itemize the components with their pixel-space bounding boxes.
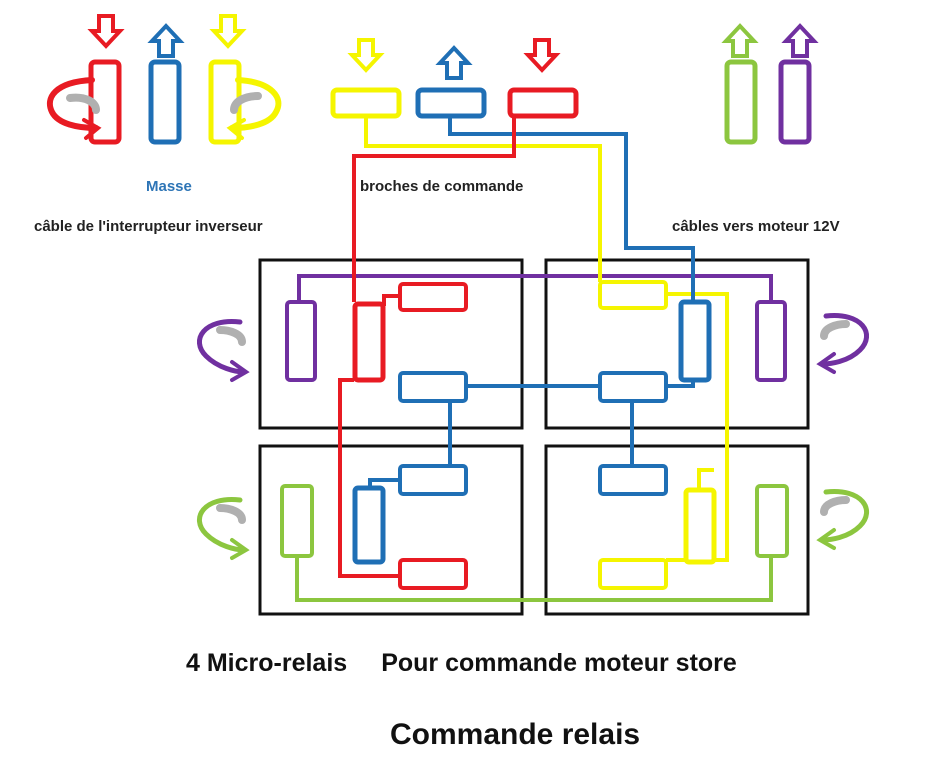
green-motor-wire — [724, 59, 758, 145]
relay-1-frame — [258, 258, 524, 430]
yellow-wire-coil — [697, 468, 714, 490]
top-rotate-arrows — [46, 77, 282, 140]
purple-wire — [297, 274, 773, 302]
yellow-wire-to-pin — [364, 116, 602, 282]
subtitle-relays: 4 Micro-relais — [186, 649, 348, 677]
control-pins-label: broches de commande — [360, 178, 524, 195]
top-connectors — [88, 59, 812, 145]
relay-frames — [258, 258, 810, 616]
blue-coil — [678, 299, 712, 383]
switch-cable-label: câble de l'interrupteur inverseur — [34, 218, 263, 235]
arrow-up-icon — [784, 24, 816, 58]
arrow-up-icon — [724, 24, 756, 58]
arrow-up-icon — [438, 46, 470, 80]
arrow-up-icon — [150, 24, 182, 58]
red-wire-down — [338, 378, 400, 578]
blue-wire-to-pin — [448, 116, 695, 302]
red-coil — [352, 301, 386, 383]
relay-2-frame — [544, 258, 810, 430]
red-control-pin — [507, 87, 579, 119]
relay-4-frame — [544, 444, 810, 616]
blue-wire-link — [368, 478, 400, 488]
red-contact — [398, 558, 468, 590]
side-rotate-arrows — [196, 313, 870, 560]
arrow-down-icon — [350, 38, 382, 72]
relay-3-frame — [258, 444, 524, 616]
red-wire-to-pin — [352, 116, 516, 302]
yellow-contact — [598, 280, 668, 310]
green-terminal — [280, 484, 314, 558]
red-wire-coil — [382, 294, 400, 306]
blue-contact — [598, 371, 668, 403]
ground-label: Masse — [146, 178, 192, 195]
subtitle-purpose: Pour commande moteur store — [381, 649, 737, 677]
blue-contact — [598, 464, 668, 496]
blue-coil — [352, 485, 386, 565]
red-contact — [398, 282, 468, 312]
rotate-arrow-icon — [816, 313, 870, 374]
purple-terminal — [755, 300, 787, 382]
yellow-control-pin — [330, 87, 402, 119]
arrow-down-icon — [90, 14, 122, 48]
blue-control-pin — [415, 87, 487, 119]
top-arrows — [90, 14, 816, 80]
rotate-arrow-icon — [816, 489, 870, 550]
relay-components — [280, 280, 789, 590]
arrow-down-icon — [212, 14, 244, 48]
rotate-arrow-icon — [196, 319, 250, 382]
purple-motor-wire — [778, 59, 812, 145]
purple-terminal — [285, 300, 317, 382]
green-wire — [295, 556, 773, 602]
motor-cables-label: câbles vers moteur 12V — [672, 218, 840, 235]
rotate-arrow-icon — [226, 77, 282, 140]
diagram-title: Commande relais — [390, 718, 641, 751]
green-terminal — [755, 484, 789, 558]
diagram-subtitle: 4 Micro-relais Pour commande moteur store — [186, 649, 737, 678]
yellow-coil — [683, 487, 717, 565]
rotate-arrow-icon — [196, 497, 250, 560]
rotate-arrow-icon — [46, 77, 102, 140]
blue-contact — [398, 371, 468, 403]
yellow-contact — [598, 558, 668, 590]
ground-wire-connector — [148, 59, 182, 145]
arrow-down-icon — [526, 38, 558, 72]
blue-contact — [398, 464, 468, 496]
